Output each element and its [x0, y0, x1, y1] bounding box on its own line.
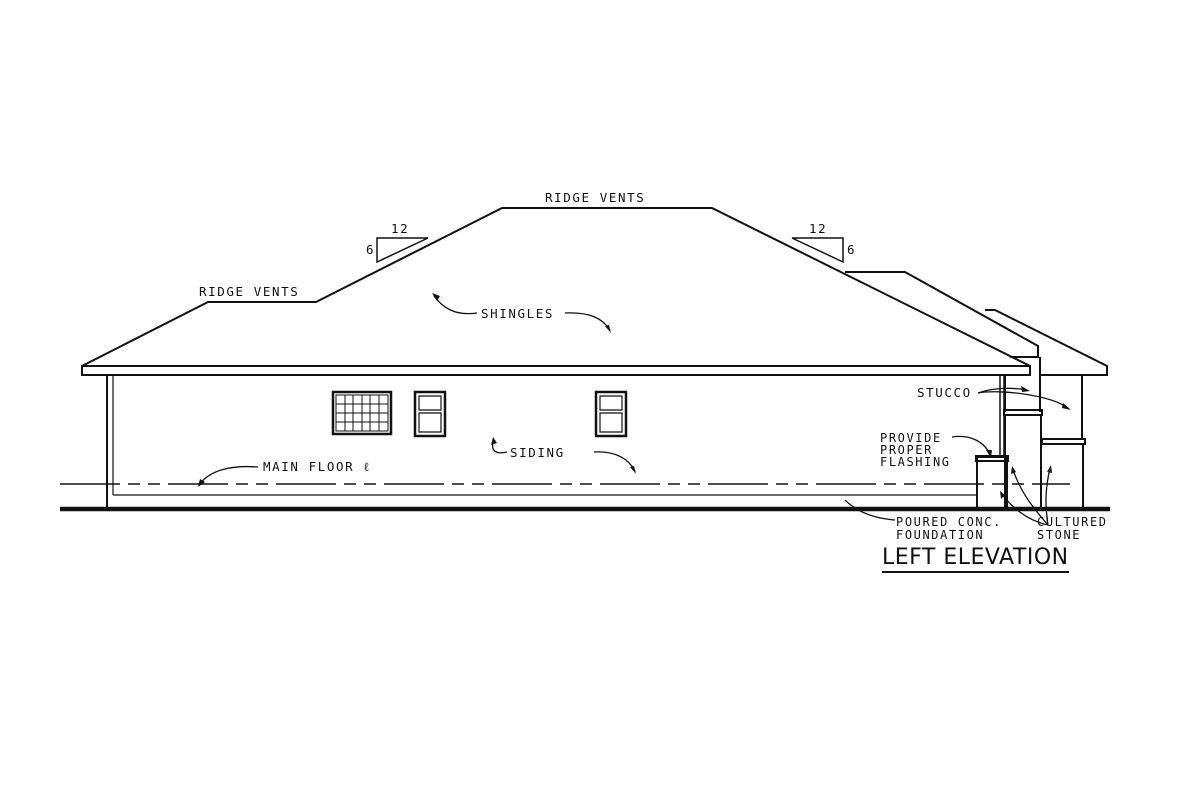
cultured-stone-label-line-1: CULTURED	[1037, 515, 1108, 529]
column-base-1	[977, 457, 1007, 508]
double-hung-window-1	[415, 392, 445, 436]
porch-roof-upper	[845, 272, 1038, 357]
stucco-label: STUCCO	[917, 385, 972, 400]
pitch-left-rise: 6	[366, 242, 376, 257]
pitch-symbol-left	[377, 238, 428, 262]
flashing-leader	[952, 436, 990, 455]
stone-leader-2	[1013, 470, 1048, 525]
siding-label: SIDING	[510, 445, 565, 460]
column-cap-1	[976, 456, 1008, 461]
ridge-vents-left-label: RIDGE VENTS	[199, 284, 300, 299]
foundation-leader	[845, 500, 895, 520]
column-cap-3	[1042, 439, 1085, 444]
stucco-leader-2	[978, 392, 1068, 408]
stone-leader-1	[1002, 494, 1048, 525]
flashing-label-line-2: PROPER	[880, 443, 933, 457]
grid-window	[333, 392, 391, 434]
foundation-label-line-2: FOUNDATION	[896, 528, 985, 542]
shingles-leader-right	[565, 313, 610, 330]
stone-leader-3	[1046, 468, 1050, 525]
pitch-left-run: 12	[391, 221, 410, 236]
main-floor-leader	[200, 467, 258, 484]
pitch-right-rise: 6	[847, 242, 857, 257]
flashing-label-line-3: FLASHING	[880, 455, 951, 469]
drawing-title: LEFT ELEVATION	[882, 546, 1069, 573]
ridge-vents-top-label: RIDGE VENTS	[545, 190, 646, 205]
pitch-right-run: 12	[809, 221, 828, 236]
foundation-label-line-1: POURED CONC.	[896, 515, 1002, 529]
porch-roof-lower	[985, 310, 1107, 375]
flashing-label-line-1: PROVIDE	[880, 431, 942, 445]
main-floor-label: MAIN FLOOR ℓ	[263, 459, 371, 474]
shingles-leader-left	[434, 296, 477, 314]
column-cap-2	[1004, 410, 1042, 415]
arrow-heads	[198, 293, 1071, 499]
pitch-symbol-right	[792, 238, 843, 262]
double-hung-window-2	[596, 392, 626, 436]
siding-leader-right	[594, 452, 635, 471]
shingles-label: SHINGLES	[481, 306, 555, 321]
cultured-stone-label-line-2: STONE	[1037, 528, 1082, 542]
leader-lines	[200, 296, 1068, 525]
eave-fascia	[82, 366, 1030, 375]
main-roof-outline	[82, 208, 1030, 366]
